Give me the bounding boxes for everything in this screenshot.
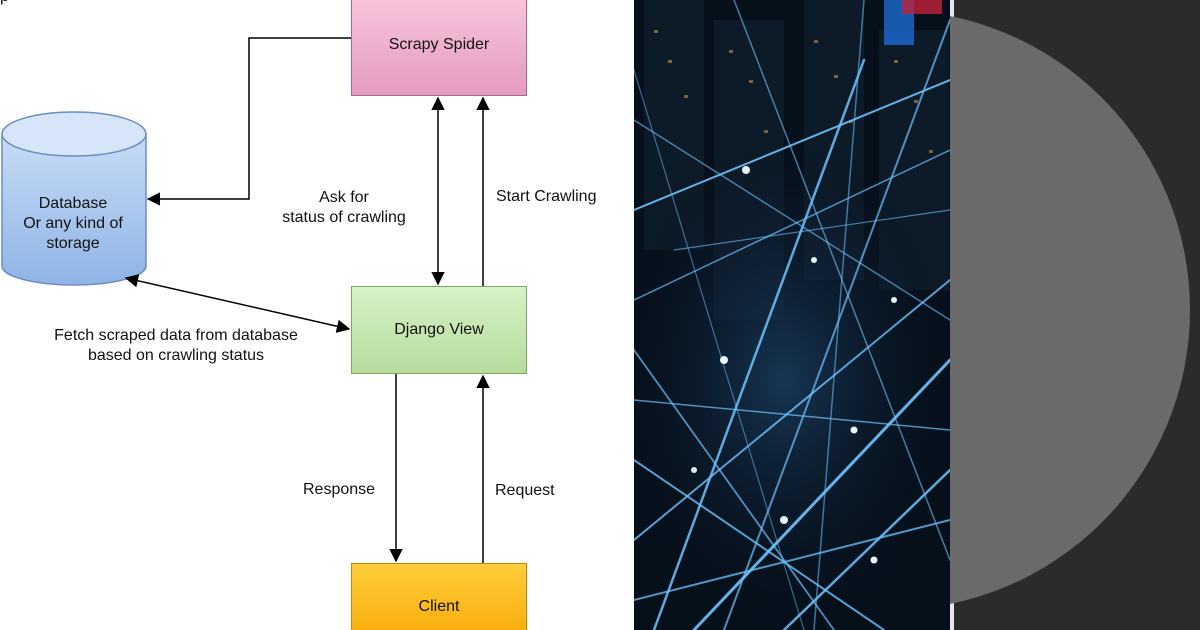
fetch-data-line: based on crawling status: [87, 347, 265, 364]
light-nodes: [691, 166, 897, 564]
database-label-line: Database: [38, 195, 108, 212]
light-trails-image: [634, 0, 950, 630]
response-label: Response: [303, 481, 376, 498]
fetch-data-line: Fetch scraped data from database: [54, 327, 298, 344]
decorative-disc: [950, 10, 1190, 610]
network-lights-photo: [634, 0, 950, 630]
arrow-fetch-data: [124, 274, 351, 333]
database-cylinder: [1, 111, 147, 286]
light-trail-lines: [634, 0, 950, 630]
django-view-node: Django View: [351, 286, 527, 374]
start-crawling-label: Start Crawling: [496, 188, 597, 205]
ask-status-line: Ask for: [319, 189, 369, 206]
fetch-data-label: Fetch scraped data from database based o…: [30, 326, 322, 366]
architecture-diagram: p: [0, 0, 597, 630]
ask-status-line: status of crawling: [282, 209, 406, 226]
scrapy-spider-node: Scrapy Spider: [351, 0, 527, 96]
database-node-label: Database Or any kind of storage: [0, 194, 146, 254]
client-node: Client: [351, 563, 527, 630]
diagram-connectors: [1, 37, 490, 563]
cropped-top-text: p: [0, 0, 9, 6]
database-label-line: Or any kind of: [23, 215, 123, 232]
dark-side-panel: [950, 0, 1200, 630]
ask-status-label: Ask for status of crawling: [270, 188, 418, 228]
request-label: Request: [495, 482, 555, 499]
database-label-line: storage: [46, 235, 100, 252]
arrow-spider-to-database: [146, 37, 351, 206]
